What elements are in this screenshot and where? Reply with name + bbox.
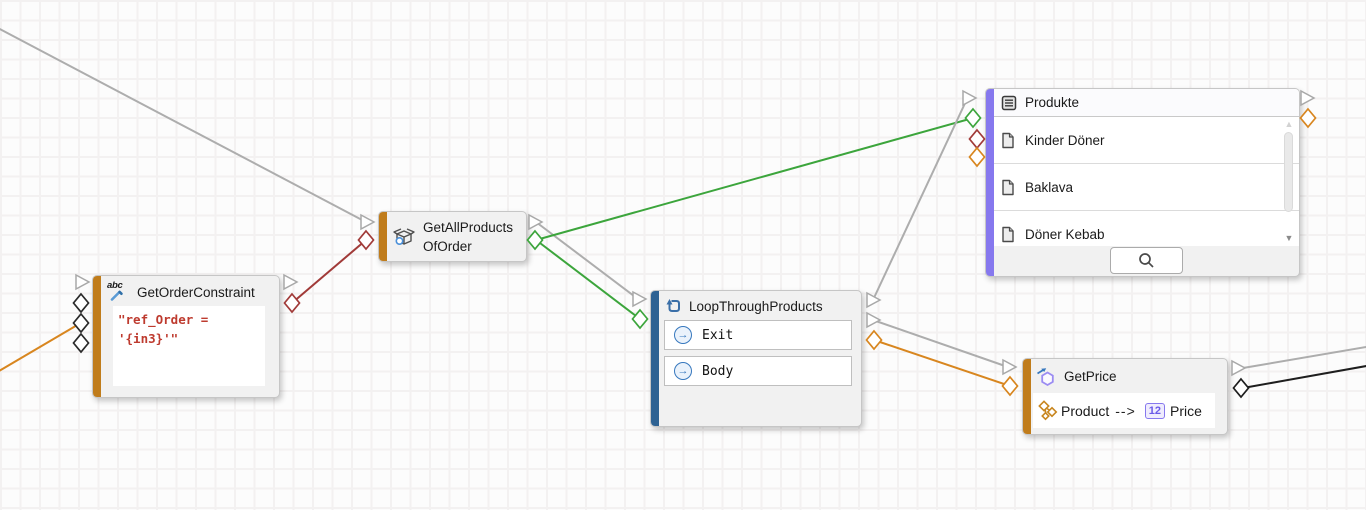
wire-in-to-getorderconstraint-data: [0, 323, 80, 372]
port-in-trigger[interactable]: [1002, 358, 1018, 376]
port-in-data-1[interactable]: [72, 292, 90, 314]
wire-getallproducts-to-loop: [535, 221, 639, 300]
search-icon: [1139, 252, 1154, 268]
port-out-trigger[interactable]: [528, 213, 544, 231]
abc-edit-icon: abc: [106, 280, 130, 304]
port-out-body[interactable]: [866, 311, 882, 329]
mapping-source: Product: [1061, 402, 1110, 419]
wire-getprice-out-data: [1242, 365, 1366, 389]
node-header: GetPrice: [1036, 363, 1223, 389]
scroll-up-icon[interactable]: ▲: [1284, 119, 1294, 129]
node-produkte[interactable]: Produkte Kinder Döner Baklava: [985, 88, 1300, 277]
search-button[interactable]: [1110, 246, 1183, 274]
accent-bar: [1023, 359, 1031, 434]
port-out-data[interactable]: [1299, 107, 1317, 129]
document-icon: [1002, 179, 1014, 195]
scrollbar[interactable]: ▲ ▼: [1283, 119, 1295, 243]
node-header: abc GetOrderConstraint: [106, 279, 275, 305]
wire-getorderconstraint-to-getallproducts-error: [291, 239, 367, 304]
document-icon: [1002, 132, 1014, 148]
port-out-trigger[interactable]: [283, 273, 299, 291]
package-search-icon: [393, 227, 415, 245]
scroll-down-icon[interactable]: ▼: [1284, 233, 1294, 243]
node-header: Produkte: [994, 89, 1299, 117]
list-item-label: Kinder Döner: [1025, 132, 1105, 148]
wire-getallproducts-to-produkte-data: [535, 117, 974, 241]
list-footer: [994, 244, 1299, 276]
port-in-data-3[interactable]: [72, 332, 90, 354]
product-list: Kinder Döner Baklava Döner Kebab ▲ ▼: [994, 117, 1299, 246]
mapping-target: Price: [1170, 402, 1202, 419]
circle-arrow-icon: →: [674, 362, 692, 380]
mapping-cluster-icon: [1038, 400, 1058, 421]
wire-getallproducts-to-loop-data: [535, 239, 641, 320]
node-header: GetAllProducts OfOrder: [392, 212, 522, 261]
port-in-trigger[interactable]: [75, 273, 91, 291]
loop-icon: [666, 299, 680, 312]
port-out-trigger[interactable]: [1300, 89, 1316, 107]
node-title: GetAllProducts OfOrder: [423, 219, 514, 254]
port-in-trigger[interactable]: [632, 290, 648, 308]
node-header: LoopThroughProducts: [664, 293, 857, 319]
list-item[interactable]: Baklava: [994, 164, 1299, 211]
list-item[interactable]: Kinder Döner: [994, 117, 1299, 164]
accent-bar: [93, 276, 101, 397]
loop-exit-row[interactable]: → Exit: [664, 320, 852, 350]
port-in-trigger[interactable]: [962, 89, 978, 107]
port-in-data[interactable]: [631, 308, 649, 330]
port-in-data[interactable]: [964, 107, 982, 129]
port-out-trigger[interactable]: [1231, 359, 1247, 377]
list-item[interactable]: Döner Kebab: [994, 211, 1299, 246]
port-out-exit[interactable]: [866, 291, 882, 309]
wire-loop-to-produkte: [872, 98, 968, 301]
hexagon-arrow-icon: [1037, 367, 1054, 386]
list-item-label: Döner Kebab: [1025, 226, 1105, 242]
wire-loop-to-getprice: [872, 319, 1009, 368]
wire-getprice-out: [1242, 346, 1366, 369]
scrollbar-thumb[interactable]: [1284, 132, 1293, 212]
node-getorderconstraint[interactable]: abc GetOrderConstraint "ref_Order = '{in…: [92, 275, 280, 398]
port-in-data[interactable]: [1001, 375, 1019, 397]
document-icon: [1002, 226, 1014, 242]
loop-row-label: Body: [702, 363, 734, 379]
port-in-data-2[interactable]: [968, 146, 986, 168]
list-item-label: Baklava: [1025, 179, 1074, 195]
node-getallproductsoforder[interactable]: GetAllProducts OfOrder: [378, 211, 527, 262]
port-in-error[interactable]: [968, 128, 986, 150]
port-in-trigger[interactable]: [360, 213, 376, 231]
node-getprice[interactable]: GetPrice Product --> 12 Price: [1022, 358, 1228, 435]
loop-body-row[interactable]: → Body: [664, 356, 852, 386]
mapping-row[interactable]: Product --> 12 Price: [1033, 393, 1215, 428]
node-loopthroughproducts[interactable]: LoopThroughProducts → Exit → Body: [650, 290, 862, 427]
mapping-type-badge: 12: [1144, 402, 1165, 419]
port-out-error[interactable]: [283, 292, 301, 314]
node-title: LoopThroughProducts: [689, 298, 823, 314]
node-title: GetPrice: [1064, 368, 1117, 384]
node-title: Produkte: [1025, 95, 1080, 110]
port-out-data[interactable]: [865, 329, 883, 351]
accent-bar: [986, 89, 994, 276]
circle-arrow-icon: →: [674, 326, 692, 344]
wire-in-to-getallproducts: [0, 28, 365, 222]
expression-text[interactable]: "ref_Order = '{in3}'": [113, 306, 265, 386]
accent-bar: [379, 212, 387, 261]
port-out-data[interactable]: [526, 229, 544, 251]
loop-row-label: Exit: [702, 327, 734, 343]
wire-loop-to-getprice-data: [873, 339, 1011, 387]
port-in-error[interactable]: [357, 229, 375, 251]
node-title: GetOrderConstraint: [137, 284, 255, 300]
accent-bar: [651, 291, 659, 426]
port-out-data[interactable]: [1232, 377, 1250, 399]
port-in-data-2[interactable]: [72, 312, 90, 334]
mapping-arrow: -->: [1115, 402, 1136, 419]
list-icon: [1001, 95, 1017, 110]
